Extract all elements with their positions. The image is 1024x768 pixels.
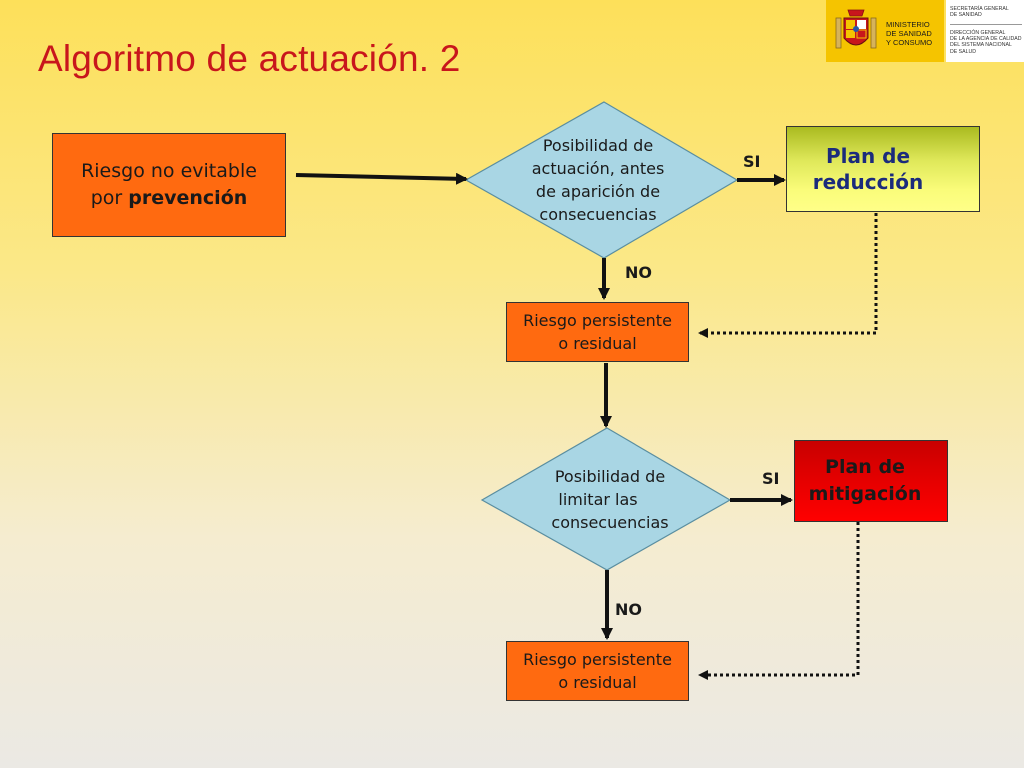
direccion-line-3: DEL SISTEMA NACIONAL [950, 42, 1012, 49]
decision-2-line-3: consecuencias [551, 513, 669, 532]
residual-risk-node-1: Riesgo persistente o residual [506, 302, 689, 362]
direccion-line-2: DE LA AGENCIA DE CALIDAD [950, 36, 1022, 43]
decision-2-line-1: Posibilidad de [554, 467, 666, 486]
residual-2-line-2: o residual [558, 673, 637, 692]
secretaria-line-2: DE SANIDAD [950, 12, 982, 19]
arrow-start-to-decision1 [295, 172, 468, 185]
residual-1-line-1: Riesgo persistente [523, 311, 672, 330]
direccion-text: DIRECCIÓN GENERAL DE LA AGENCIA DE CALID… [950, 30, 1024, 55]
direccion-line-4: DE SALUD [950, 48, 976, 55]
start-node-prefix: por [90, 187, 129, 209]
ministry-name: MINISTERIO DE SANIDAD Y CONSUMO [886, 20, 944, 47]
decision-2-line-2: limitar las [558, 490, 638, 509]
reduction-plan-line-2: reducción [812, 170, 924, 194]
ministry-logo: MINISTERIO DE SANIDAD Y CONSUMO SECRETAR… [826, 0, 1024, 62]
secretaria-text: SECRETARÍA GENERAL DE SANIDAD [950, 6, 1024, 18]
start-node-line-2: por prevención [81, 185, 257, 212]
ministry-logo-subtitle: SECRETARÍA GENERAL DE SANIDAD DIRECCIÓN … [946, 0, 1024, 62]
coat-of-arms-icon [835, 9, 877, 49]
reduction-plan-line-1: Plan de [825, 144, 911, 168]
logo-divider [950, 24, 1022, 25]
start-node: Riesgo no evitable por prevención [52, 133, 286, 237]
edge-label-yes-2: SI [762, 469, 780, 488]
reduction-plan-node: Plan de reducción [786, 126, 980, 212]
edge-label-yes-1: SI [743, 152, 761, 171]
mitigation-plan-line-1: Plan de [825, 456, 905, 478]
ministry-line-2: DE SANIDAD [886, 29, 932, 38]
mitigation-plan-line-2: mitigación [808, 483, 922, 505]
decision-1-line-4: consecuencias [539, 205, 657, 224]
decision-1-line-2: actuación, antes [531, 159, 665, 178]
start-node-line-1: Riesgo no evitable [81, 160, 257, 182]
secretaria-line-1: SECRETARÍA GENERAL [950, 6, 1009, 12]
ministry-line-3: Y CONSUMO [886, 38, 933, 47]
residual-risk-node-2: Riesgo persistente o residual [506, 641, 689, 701]
dotted-arrow-mitigation-to-residual2 [698, 522, 860, 680]
slide-title: Algoritmo de actuación. 2 [38, 38, 461, 79]
decision-1-line-1: Posibilidad de [542, 136, 654, 155]
residual-2-line-1: Riesgo persistente [523, 650, 672, 669]
decision-1-line-3: de aparición de [535, 182, 661, 201]
decision-1-text: Posibilidad de actuación, antes de apari… [508, 134, 688, 226]
direccion-line-1: DIRECCIÓN GENERAL [950, 30, 1006, 36]
dotted-arrow-reduction-to-residual1 [698, 213, 878, 338]
mitigation-plan-node: Plan de mitigación [794, 440, 948, 522]
edge-label-no-2: NO [615, 600, 642, 619]
decision-2-text: Posibilidad de limitar las consecuencias [522, 465, 698, 534]
ministry-logo-panel: MINISTERIO DE SANIDAD Y CONSUMO [826, 0, 944, 62]
ministry-line-1: MINISTERIO [886, 20, 930, 29]
edge-label-no-1: NO [625, 263, 652, 282]
residual-1-line-2: o residual [558, 334, 637, 353]
start-node-bold: prevención [128, 187, 248, 209]
